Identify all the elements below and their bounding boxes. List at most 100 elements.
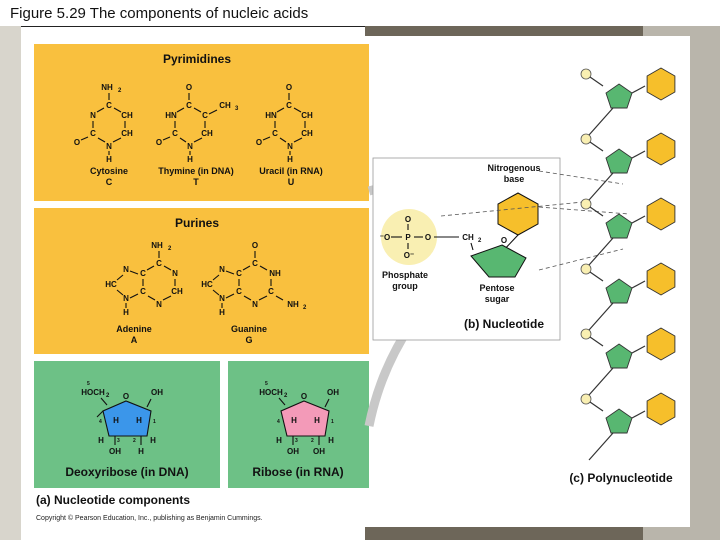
svg-text:CH: CH [301, 129, 313, 138]
svg-text:O: O [252, 241, 258, 250]
nucleotide-pentose [470, 244, 527, 278]
svg-text:N: N [123, 265, 129, 274]
svg-text:2: 2 [284, 393, 288, 399]
svg-text:OH: OH [109, 447, 121, 456]
backbone-bond [588, 302, 614, 331]
uracil-abbr: U [288, 177, 295, 187]
svg-text:HC: HC [201, 280, 213, 289]
backbone-bond [588, 237, 614, 266]
svg-text:HC: HC [105, 280, 117, 289]
deoxyribose-label: Deoxyribose (in DNA) [65, 465, 188, 479]
svg-text:N: N [287, 142, 293, 151]
svg-text:O⁻: O⁻ [404, 251, 414, 260]
svg-text:CH: CH [121, 129, 133, 138]
phosphate-circle [580, 263, 592, 275]
base-bond [631, 410, 646, 419]
svg-text:O: O [425, 233, 431, 242]
svg-text:H: H [138, 447, 144, 456]
svg-text:C: C [140, 287, 146, 296]
svg-text:C: C [186, 101, 192, 110]
backbone-bond [589, 76, 604, 87]
nitrogenous-base-hexagon [646, 197, 676, 231]
adenine-abbr: A [131, 335, 138, 345]
svg-text:H: H [314, 416, 320, 425]
cytosine-label: Cytosine [90, 166, 128, 176]
slide-title: Figure 5.29 The components of nucleic ac… [10, 5, 309, 22]
backbone-bond [588, 107, 614, 136]
base-bond [631, 345, 646, 354]
svg-text:O: O [301, 392, 307, 401]
svg-text:H: H [113, 416, 119, 425]
svg-text:⁻O: ⁻O [380, 233, 390, 242]
backbone-bond [588, 172, 614, 201]
guanine-label: Guanine [231, 324, 267, 334]
svg-text:3: 3 [235, 106, 239, 112]
svg-text:3: 3 [295, 438, 298, 444]
svg-text:H: H [106, 155, 112, 164]
backbone-bond [589, 141, 604, 152]
svg-text:O: O [286, 83, 292, 92]
adenine-label: Adenine [116, 324, 152, 334]
svg-text:HOCH: HOCH [259, 388, 283, 397]
phosphate-circle [580, 68, 592, 80]
svg-text:N: N [156, 300, 162, 309]
svg-text:C: C [90, 129, 96, 138]
polynucleotide-chain [580, 67, 676, 461]
backbone-bond [588, 432, 614, 461]
dashed-line-2 [538, 206, 630, 215]
svg-text:OH: OH [151, 388, 163, 397]
svg-text:C: C [236, 287, 242, 296]
svg-text:C: C [268, 287, 274, 296]
svg-text:OH: OH [287, 447, 299, 456]
svg-text:C: C [202, 111, 208, 120]
polynucleotide-caption: (c) Polynucleotide [569, 471, 673, 485]
nitrogenous-base-hexagon [646, 67, 676, 101]
backbone-bond [589, 271, 604, 282]
svg-text:CH: CH [219, 101, 231, 110]
svg-text:OH: OH [313, 447, 325, 456]
phosphate-circle [580, 328, 592, 340]
svg-text:N: N [123, 294, 129, 303]
svg-text:H: H [98, 436, 104, 445]
backbone-bond [589, 336, 604, 347]
svg-text:HN: HN [265, 111, 277, 120]
svg-text:C: C [140, 269, 146, 278]
svg-text:H: H [150, 436, 156, 445]
svg-text:N: N [106, 142, 112, 151]
svg-text:O: O [156, 138, 162, 147]
svg-text:C: C [252, 259, 258, 268]
background-stripe-left [0, 26, 21, 540]
nitrogenous-base-hexagon [646, 392, 676, 426]
phosphate-highlight [381, 209, 437, 265]
uracil-structure: O C HN CH C CH N H O [256, 83, 313, 164]
nitrogenous-base-hexagon [646, 327, 676, 361]
svg-text:C: C [286, 101, 292, 110]
svg-text:2: 2 [133, 438, 136, 444]
svg-text:O: O [123, 392, 129, 401]
nitrogenous-base-hexagon [646, 262, 676, 296]
svg-text:N: N [219, 294, 225, 303]
svg-text:2: 2 [303, 305, 307, 311]
svg-text:C: C [236, 269, 242, 278]
phosphate-circle [580, 133, 592, 145]
svg-text:1: 1 [153, 419, 156, 425]
svg-text:5: 5 [87, 381, 90, 387]
pyrimidines-panel [34, 44, 369, 201]
svg-text:CH: CH [121, 111, 133, 120]
backbone-bond [589, 206, 604, 217]
svg-text:4: 4 [99, 419, 102, 425]
cytosine-abbr: C [106, 177, 113, 187]
svg-text:2: 2 [168, 246, 172, 252]
pyrimidines-header: Pyrimidines [163, 52, 231, 66]
svg-text:NH: NH [151, 241, 163, 250]
svg-text:4: 4 [277, 419, 280, 425]
uracil-label: Uracil (in RNA) [259, 166, 323, 176]
nitrogenous-base-hexagon [646, 132, 676, 166]
phosphate-label-1: Phosphate [382, 270, 428, 280]
svg-text:2: 2 [478, 238, 482, 244]
svg-text:H: H [328, 436, 334, 445]
thymine-abbr: T [193, 177, 199, 187]
svg-text:NH: NH [101, 83, 113, 92]
svg-text:H: H [123, 308, 129, 317]
